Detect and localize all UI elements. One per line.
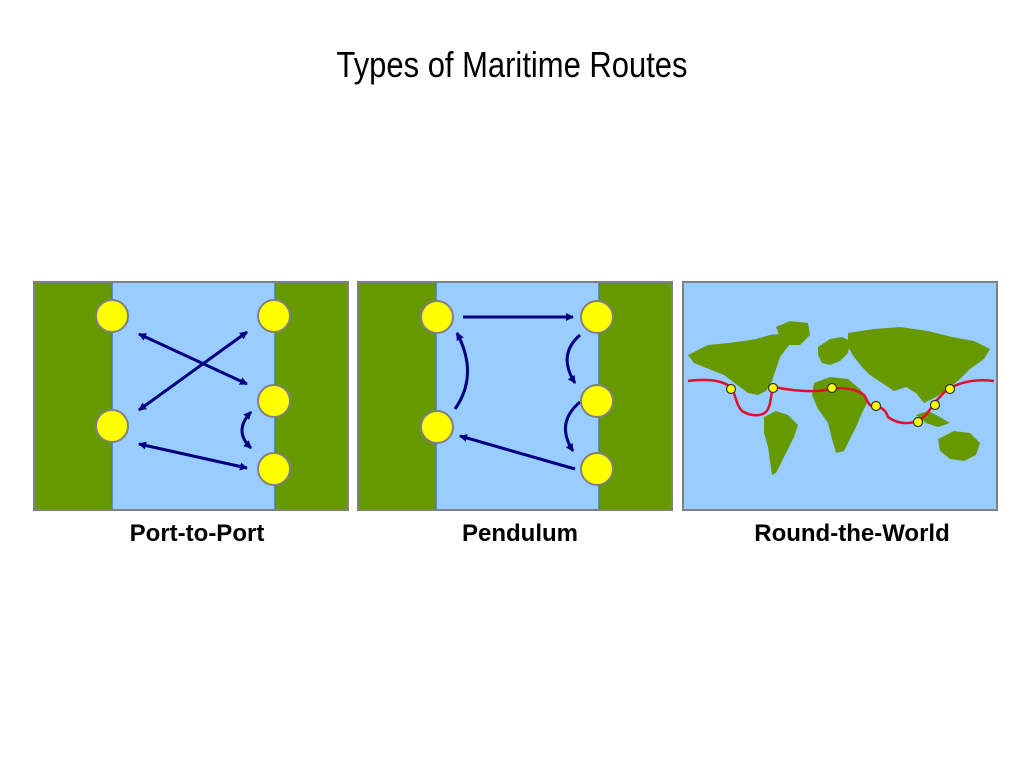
port-stop xyxy=(944,383,956,395)
port-stop xyxy=(826,382,838,394)
route-arrow xyxy=(138,441,248,471)
greenland-landmass xyxy=(776,321,810,345)
caption-port-to-port: Port-to-Port xyxy=(129,520,265,547)
world-map-svg xyxy=(684,283,996,509)
port xyxy=(420,300,454,334)
route-arrow xyxy=(138,330,248,412)
round-the-world-diagram xyxy=(682,281,998,511)
route-arrow xyxy=(565,333,582,384)
water-channel xyxy=(112,283,275,509)
pendulum-svg xyxy=(359,283,671,509)
port xyxy=(420,410,454,444)
port xyxy=(257,384,291,418)
caption-round-the-world: Round-the-World xyxy=(754,520,950,547)
route-arrow xyxy=(459,434,576,471)
port-stop xyxy=(767,382,779,394)
port xyxy=(257,452,291,486)
africa-landmass xyxy=(812,377,868,453)
port xyxy=(95,409,129,443)
port-to-port-diagram xyxy=(33,281,349,511)
port xyxy=(257,299,291,333)
slide-title: Types of Maritime Routes xyxy=(336,44,688,85)
australia-landmass xyxy=(938,431,980,461)
port xyxy=(580,300,614,334)
route-arrow xyxy=(564,400,581,452)
port xyxy=(580,452,614,486)
japan-landmass xyxy=(950,349,962,367)
port xyxy=(95,299,129,333)
port-stop xyxy=(870,400,882,412)
port-stop xyxy=(725,383,737,395)
port-stop xyxy=(912,416,924,428)
north-america-landmass xyxy=(688,333,794,395)
south-america-landmass xyxy=(764,411,798,475)
asia-landmass xyxy=(848,327,990,403)
route-arrow xyxy=(240,410,253,450)
caption-pendulum: Pendulum xyxy=(461,520,578,547)
port-stop xyxy=(929,399,941,411)
route-arrow xyxy=(453,332,469,410)
europe-landmass xyxy=(818,337,850,365)
port-to-port-svg xyxy=(35,283,347,509)
port xyxy=(580,384,614,418)
pendulum-diagram xyxy=(357,281,673,511)
